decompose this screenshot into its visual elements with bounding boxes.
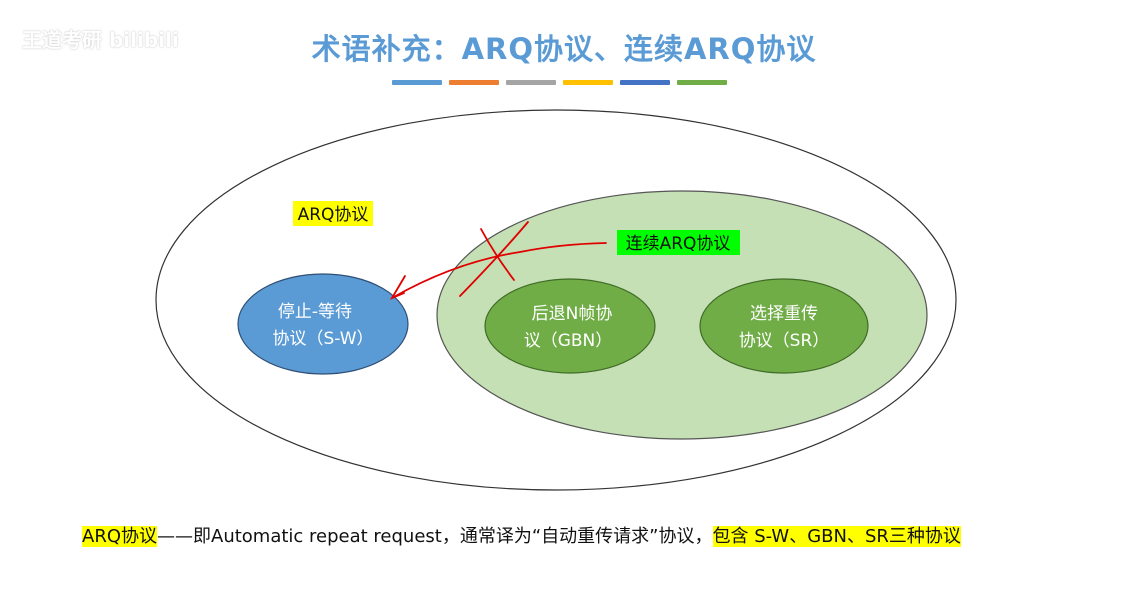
red-annotation [389, 221, 607, 300]
sw-node [237, 273, 409, 375]
footer-description: ARQ协议——即Automatic repeat request，通常译为“自动… [82, 522, 961, 548]
arq-label-bg [293, 201, 373, 226]
footer-highlight: 包含 S-W、GBN、SR三种协议 [712, 526, 961, 547]
title-bar-6 [677, 80, 727, 85]
gbn-node-line1: 后退N帧协 [532, 304, 613, 324]
title-bar-2 [449, 80, 499, 85]
sw-node-line1: 停止-等待 [278, 302, 352, 322]
footer-term: ARQ协议 [82, 526, 157, 547]
gbn-node [484, 278, 656, 374]
red-cross-mark [480, 228, 515, 281]
sr-node-line1: 选择重传 [750, 304, 818, 324]
title-bar-3 [506, 80, 556, 85]
sw-node-line2: 协议（S-W） [272, 329, 373, 349]
continuous-arq-label: 连续ARQ协议 [626, 234, 731, 254]
title-bar-4 [563, 80, 613, 85]
arq-label: ARQ协议 [298, 205, 369, 225]
title-bar-5 [620, 80, 670, 85]
sr-node [699, 278, 869, 374]
red-arrow-curve [391, 242, 607, 299]
watermark: 王道考研 bilibili [22, 28, 179, 52]
sr-node-line2: 协议（SR） [739, 331, 830, 351]
red-arrowhead [389, 275, 406, 300]
slide-title: 术语补充：ARQ协议、连续ARQ协议 [311, 32, 817, 66]
footer-middle: 即Automatic repeat request，通常译为“自动重传请求”协议… [193, 526, 713, 547]
continuous-arq-label-bg [617, 230, 740, 255]
title-bar-1 [392, 80, 442, 85]
gbn-node-line2: 议（GBN） [524, 331, 613, 351]
inner-ellipse [436, 190, 928, 440]
footer-dash: —— [157, 526, 193, 547]
